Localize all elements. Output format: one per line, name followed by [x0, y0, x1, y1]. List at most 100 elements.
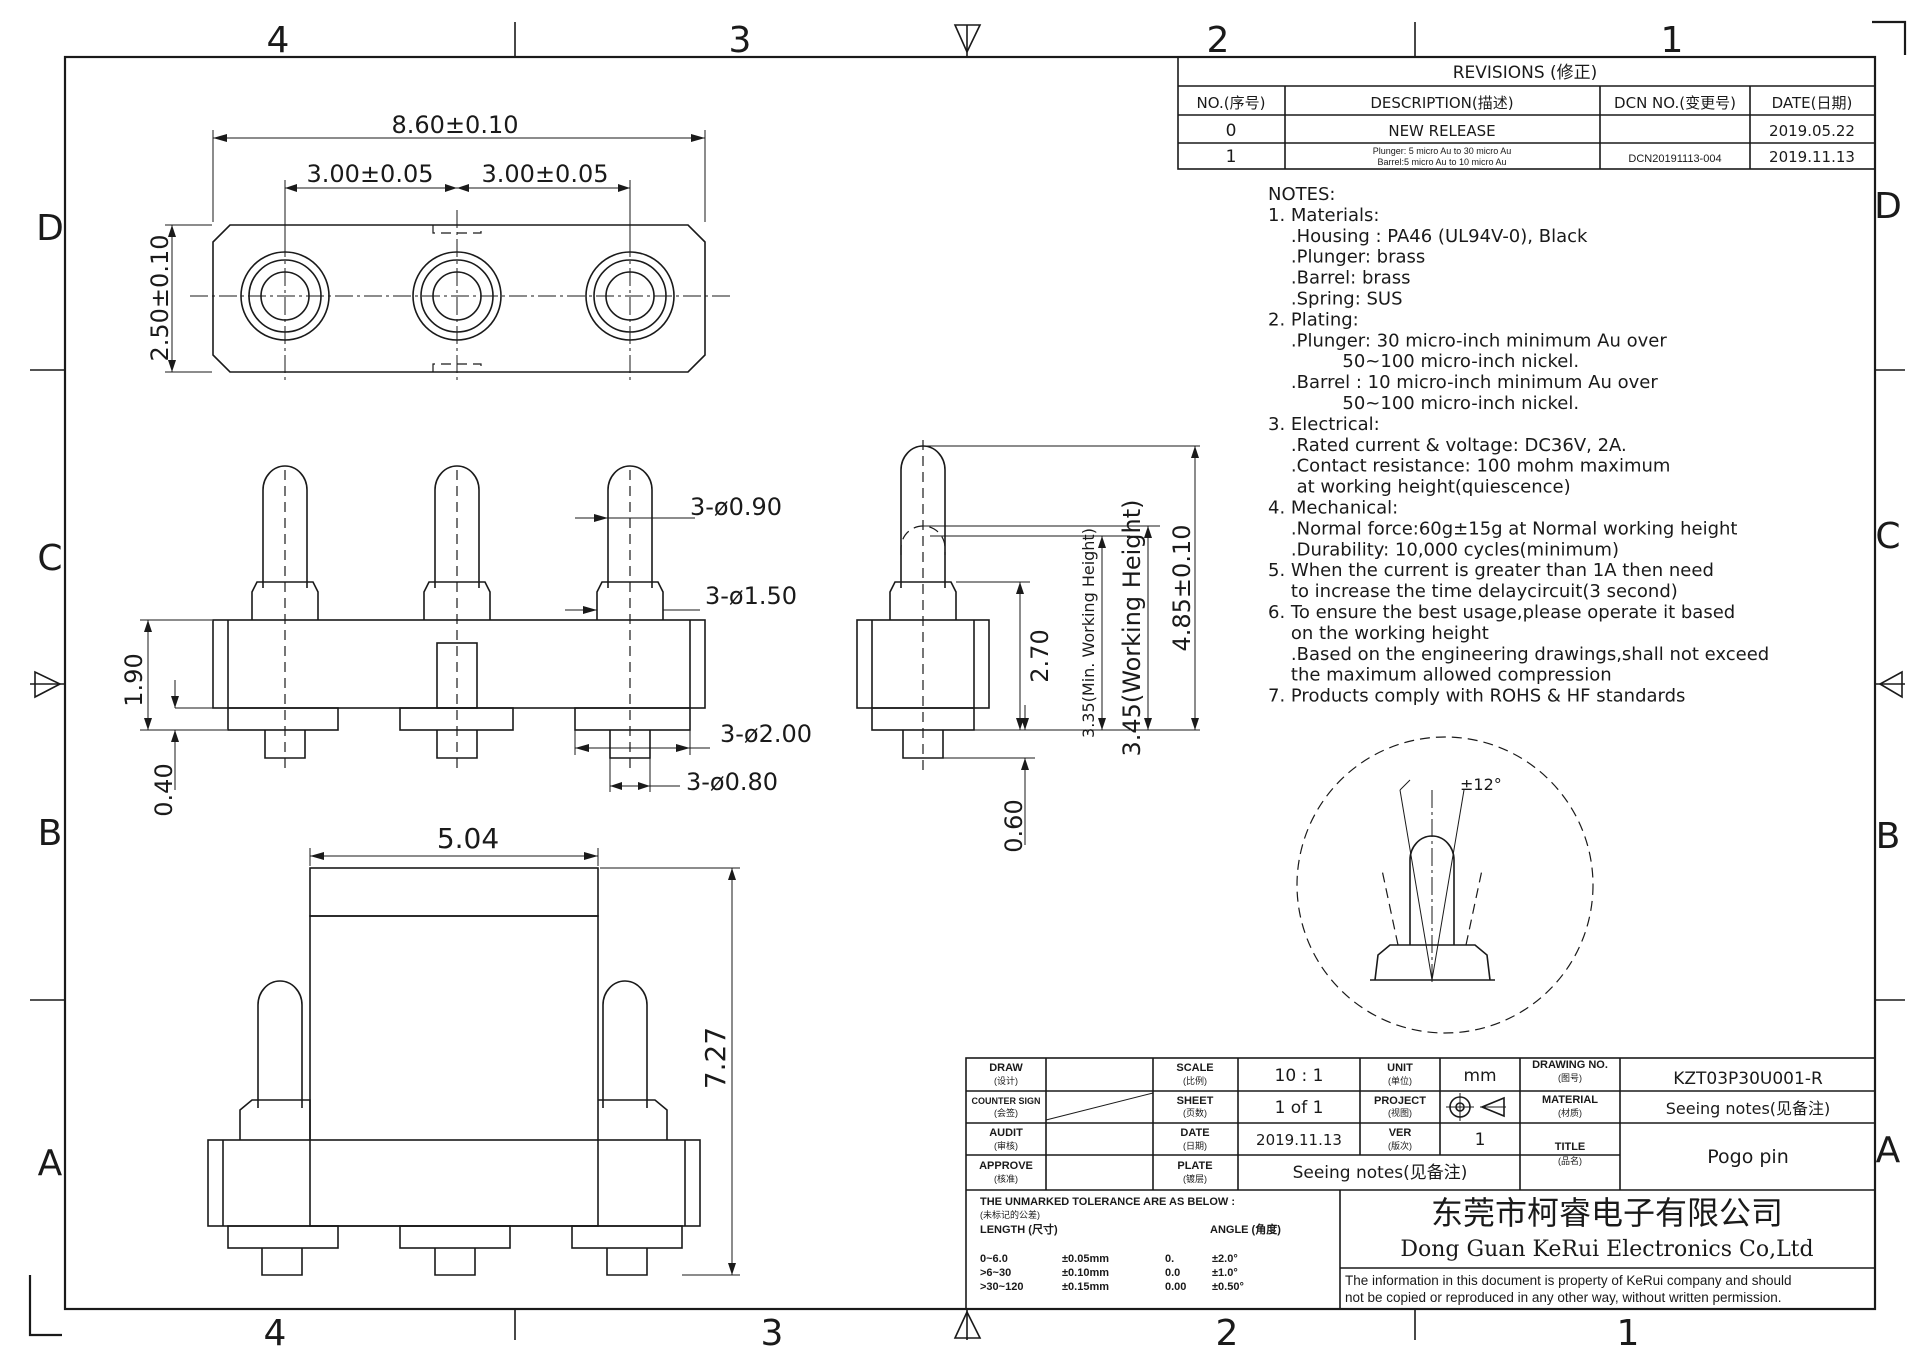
tol-value: ±0.15mm [1062, 1281, 1109, 1293]
tb-unit-value: mm [1463, 1066, 1496, 1086]
front-pin-1 [251, 465, 319, 770]
zone-row-c-left: C [37, 538, 62, 579]
tb-sheet-label: SHEET [1177, 1095, 1214, 1107]
tb-title-cn: (品名) [1558, 1155, 1582, 1166]
tb-scale-cn: (比例) [1183, 1075, 1207, 1086]
revisions-table: REVISIONS (修正) NO.(序号) DESCRIPTION(描述) D… [1177, 56, 1876, 170]
dim-dia-barrel: 3-ø1.50 [705, 582, 797, 610]
tb-tolerance-title: THE UNMARKED TOLERANCE ARE AS BELOW : [980, 1196, 1235, 1208]
zone-col-2-bottom: 2 [1216, 1313, 1239, 1354]
tb-date-label: DATE [1180, 1127, 1209, 1139]
dim-dia-tip: 3-ø0.90 [690, 493, 782, 521]
tb-audit-label: AUDIT [989, 1127, 1023, 1139]
zone-row-b-left: B [38, 813, 63, 854]
tb-ver-value: 1 [1475, 1130, 1486, 1150]
tb-draw-cn: (设计) [994, 1075, 1018, 1086]
note-line: 3. Electrical: [1268, 414, 1380, 435]
dim-total-height: 4.85±0.10 [1168, 525, 1196, 652]
tb-scale-value: 10 : 1 [1275, 1066, 1324, 1086]
rev-1-dcn: DCN20191113-004 [1628, 153, 1721, 165]
side-view: 2.70 3.35(Min. Working Height) 3.45(Work… [856, 440, 1200, 853]
tb-drawing-no-label: DRAWING NO. [1532, 1059, 1608, 1071]
tb-drawing-no-cn: (图号) [1558, 1073, 1582, 1083]
note-line: 5. When the current is greater than 1A t… [1268, 560, 1714, 581]
note-line: .Normal force:60g±15g at Normal working … [1268, 518, 1737, 539]
rev-0-date: 2019.05.22 [1769, 122, 1855, 140]
dim-2-70: 2.70 [1026, 629, 1054, 682]
zone-col-1-bottom: 1 [1617, 1313, 1640, 1354]
dim-dia-tail: 3-ø2.00 [720, 720, 812, 748]
tol-angle: 0. [1165, 1253, 1174, 1265]
tb-sheet-cn: (页数) [1183, 1107, 1207, 1118]
front-pin-2 [423, 465, 491, 770]
tb-drawing-no-value: KZT03P30U001-R [1673, 1069, 1823, 1089]
note-line: .Barrel: brass [1268, 268, 1411, 289]
tol-value: ±0.05mm [1062, 1253, 1109, 1265]
notes-block: NOTES:1. Materials: .Housing : PA46 (UL9… [1268, 184, 1769, 707]
dim-bottom-height: 7.27 [699, 1027, 732, 1089]
dim-overall-width: 8.60±0.10 [392, 111, 519, 139]
tb-plate-label: PLATE [1177, 1160, 1212, 1172]
note-line: 50~100 micro-inch nickel. [1268, 351, 1579, 372]
tb-material-label: MATERIAL [1542, 1094, 1598, 1106]
note-line: .Contact resistance: 100 mohm maximum [1268, 456, 1670, 477]
dim-1-90: 1.90 [120, 653, 148, 706]
tol-angle-value: ±2.0° [1212, 1253, 1238, 1265]
note-line: .Plunger: 30 micro-inch minimum Au over [1268, 330, 1667, 351]
zone-row-a-right: A [1876, 1130, 1901, 1171]
note-line: 1. Materials: [1268, 205, 1379, 226]
dim-0-40: 0.40 [150, 763, 178, 816]
tb-ver-cn: (版次) [1388, 1140, 1412, 1151]
note-line: .Barrel : 10 micro-inch minimum Au over [1268, 372, 1658, 393]
tb-title-label: TITLE [1555, 1141, 1586, 1153]
note-line: .Housing : PA46 (UL94V-0), Black [1268, 226, 1588, 247]
tb-disclaimer-line2: not be copied or reproduced in any other… [1345, 1290, 1781, 1305]
zone-col-1-top: 1 [1661, 20, 1684, 61]
dim-dia-tail-pin: 3-ø0.80 [686, 768, 778, 796]
tol-angle-value: ±1.0° [1212, 1267, 1238, 1279]
zone-row-d-right: D [1874, 186, 1902, 227]
tb-date-cn: (日期) [1183, 1141, 1207, 1151]
note-line: the maximum allowed compression [1268, 665, 1612, 686]
tb-length-label: LENGTH (尺寸) [980, 1222, 1058, 1236]
tol-value: ±0.10mm [1062, 1267, 1109, 1279]
note-line: 6. To ensure the best usage,please opera… [1268, 602, 1735, 623]
tb-company-cn: 东莞市柯睿电子有限公司 [1431, 1194, 1783, 1232]
zone-col-3-bottom: 3 [761, 1313, 784, 1354]
note-line: NOTES: [1268, 184, 1336, 205]
tol-angle-value: ±0.50° [1212, 1281, 1244, 1293]
tol-angle: 0.0 [1165, 1267, 1180, 1279]
tol-range: >6~30 [980, 1267, 1011, 1279]
note-line: .Plunger: brass [1268, 247, 1425, 268]
tb-tolerance-cn: (未标记的公差) [980, 1209, 1040, 1220]
tb-plate-cn: (镀层) [1183, 1173, 1207, 1184]
tb-disclaimer-line1: The information in this document is prop… [1345, 1273, 1792, 1288]
tb-company-en: Dong Guan KeRui Electronics Co,Ltd [1400, 1237, 1813, 1262]
front-pin-3 [596, 465, 664, 770]
rev-header-desc: DESCRIPTION(描述) [1370, 94, 1513, 112]
rev-header-no: NO.(序号) [1197, 94, 1266, 112]
tb-counter-cn: (会签) [994, 1107, 1018, 1118]
tb-audit-cn: (审核) [994, 1140, 1018, 1151]
zone-row-c-right: C [1875, 516, 1900, 557]
tol-angle: 0.00 [1165, 1281, 1186, 1293]
top-view: 8.60±0.10 3.00±0.05 3.00±0.05 2.50±0.10 [146, 111, 730, 380]
zone-col-4-bottom: 4 [264, 1313, 287, 1354]
zone-col-4-top: 4 [267, 20, 290, 61]
tb-angle-label: ANGLE (角度) [1210, 1222, 1281, 1236]
tb-approve-cn: (核准) [994, 1173, 1018, 1184]
rev-0-desc: NEW RELEASE [1388, 122, 1495, 140]
note-line: 2. Plating: [1268, 309, 1359, 330]
tb-ver-label: VER [1389, 1127, 1412, 1139]
rev-0-no: 0 [1226, 121, 1237, 141]
note-line: .Spring: SUS [1268, 289, 1403, 310]
tb-sheet-value: 1 of 1 [1275, 1098, 1324, 1118]
note-line: to increase the time delaycircuit(3 seco… [1268, 581, 1678, 602]
projection-symbol-icon [1446, 1093, 1506, 1121]
tb-scale-label: SCALE [1176, 1062, 1213, 1074]
note-line: on the working height [1268, 623, 1489, 644]
rev-1-no: 1 [1226, 147, 1237, 167]
note-line: .Durability: 10,000 cycles(minimum) [1268, 539, 1619, 560]
tb-material-value: Seeing notes(见备注) [1666, 1099, 1831, 1118]
